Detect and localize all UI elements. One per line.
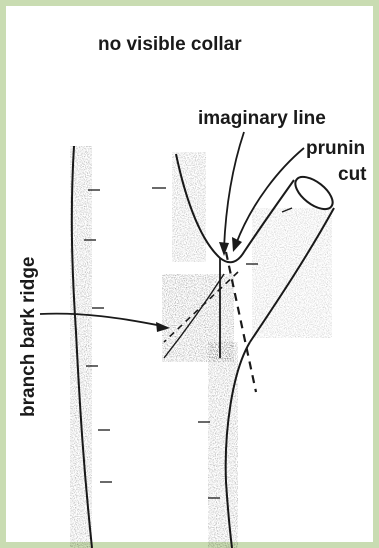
bark-ridge-arrow xyxy=(40,314,162,326)
label-pruning: prunin xyxy=(306,138,365,160)
branch-lower-edge xyxy=(250,208,334,342)
tree-illustration xyxy=(12,12,379,548)
diagram-title: no visible collar xyxy=(98,34,242,56)
label-branch-bark-ridge: branch bark ridge xyxy=(18,257,40,418)
label-imaginary-line: imaginary line xyxy=(198,108,326,130)
trunk-right-edge xyxy=(208,342,250,548)
trunk-left-edge xyxy=(70,146,92,548)
diagram-stage: no visible collar imaginary line prunin … xyxy=(12,12,379,548)
label-cut: cut xyxy=(338,164,367,186)
